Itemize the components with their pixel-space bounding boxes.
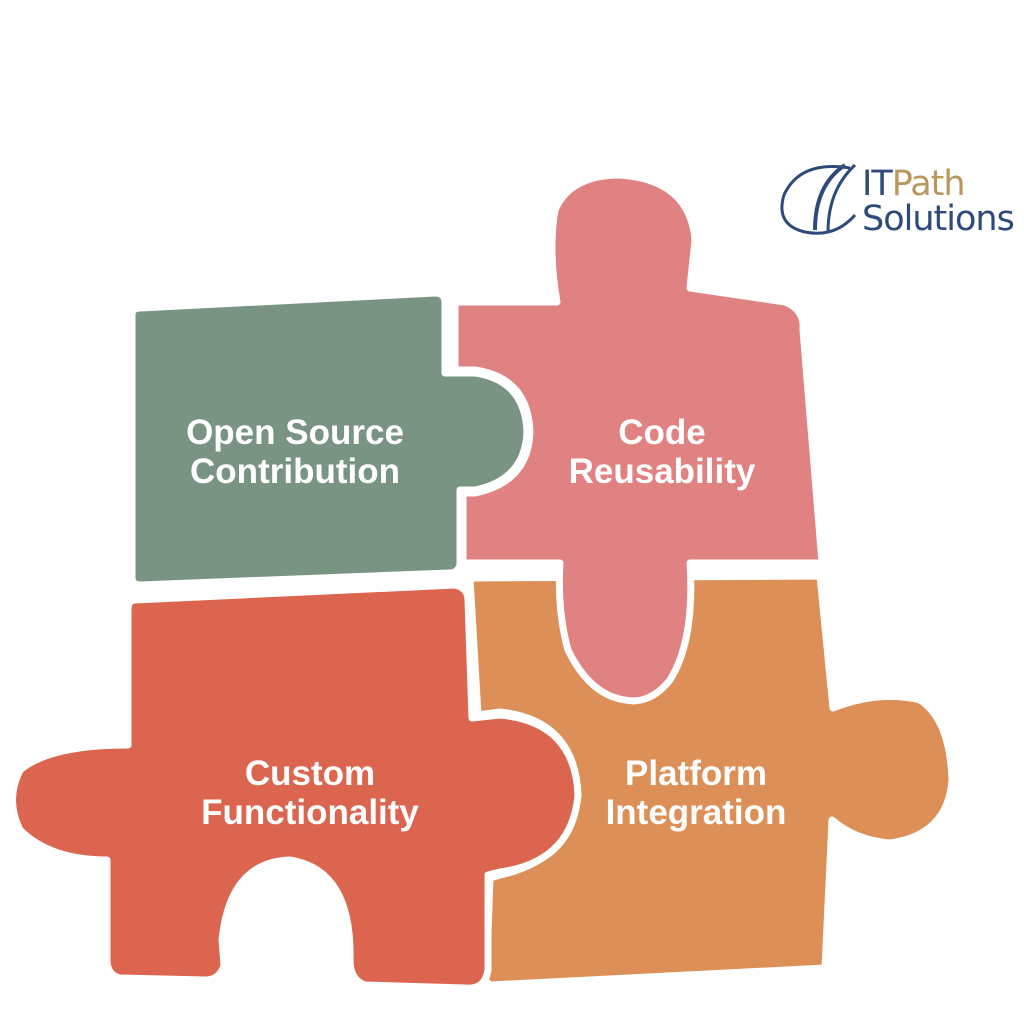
label-line: Integration (605, 793, 787, 832)
label-open-source: Open Source Contribution (115, 413, 475, 491)
label-platform: Platform Integration (516, 754, 876, 832)
label-line: Code (618, 413, 706, 452)
logo-path: Path (891, 164, 966, 204)
label-custom: Custom Functionality (130, 754, 490, 832)
label-code-reuse: Code Reusability (482, 413, 842, 491)
logo-it: IT (862, 164, 893, 204)
label-line: Reusability (568, 452, 756, 491)
logo-line1: ITPath (862, 164, 966, 204)
label-line: Contribution (190, 452, 400, 491)
logo-solutions: Solutions (862, 199, 1015, 239)
label-line: Open Source (186, 413, 404, 452)
label-line: Custom (244, 754, 376, 793)
label-line: Platform (625, 754, 767, 793)
puzzle-piece-open-source (128, 289, 531, 589)
puzzle-piece-custom (9, 581, 582, 992)
logo-mark-icon (780, 163, 857, 235)
label-line: Functionality (201, 793, 419, 832)
